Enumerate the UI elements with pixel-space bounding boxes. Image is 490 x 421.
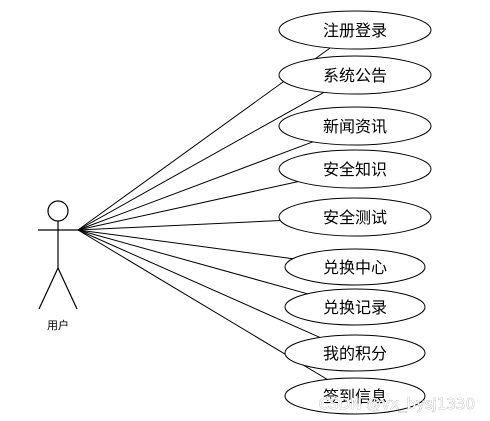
association-line-news-info [77,141,314,231]
use-case-label-safety-test: 安全测试 [323,208,387,227]
use-case-ellipse-news-info [278,106,432,146]
association-line-my-points [77,229,321,338]
use-case-ellipse-my-points [284,334,426,372]
use-case-exchange-center: 兑换中心 [284,248,426,286]
use-case-label-checkin-info: 签到信息 [323,387,387,406]
use-case-ellipse-system-notice [278,55,432,95]
use-case-checkin-info: 签到信息 [284,377,426,415]
use-case-ellipse-register-login [278,10,432,50]
actor-label: 用户 [47,318,69,332]
watermark: CSDN @vx_bysj1330 [319,395,475,414]
use-case-ellipse-exchange-center [284,248,426,286]
actor-user: 用户 [38,200,78,332]
actor-head [47,200,69,222]
use-case-ellipse-safety-knowledge [278,149,432,189]
use-case-system-notice: 系统公告 [278,55,432,95]
use-case-ellipse-exchange-record [284,288,426,326]
use-case-safety-test: 安全测试 [278,197,432,237]
use-case-label-system-notice: 系统公告 [323,66,387,85]
use-case-label-exchange-center: 兑换中心 [323,258,387,277]
association-line-exchange-center [77,229,293,260]
use-case-my-points: 我的积分 [284,334,426,372]
association-line-system-notice [77,91,325,231]
use-case-label-exchange-record: 兑换记录 [323,298,387,317]
use-case-exchange-record: 兑换记录 [284,288,426,326]
association-line-safety-test [77,220,281,231]
use-case-news-info: 新闻资讯 [278,106,432,146]
use-case-safety-knowledge: 安全知识 [278,149,432,189]
use-case-label-my-points: 我的积分 [323,344,387,363]
use-case-label-safety-knowledge: 安全知识 [323,160,387,179]
use-case-label-news-info: 新闻资讯 [323,117,387,136]
use-case-register-login: 注册登录 [278,10,432,50]
use-case-label-register-login: 注册登录 [323,21,387,40]
association-line-exchange-record [77,229,308,295]
use-case-ellipse-checkin-info [284,377,426,415]
actor-left-leg [38,267,59,310]
actor-right-leg [57,267,78,310]
use-case-ellipse-safety-test [278,197,432,237]
association-line-safety-knowledge [77,181,299,231]
